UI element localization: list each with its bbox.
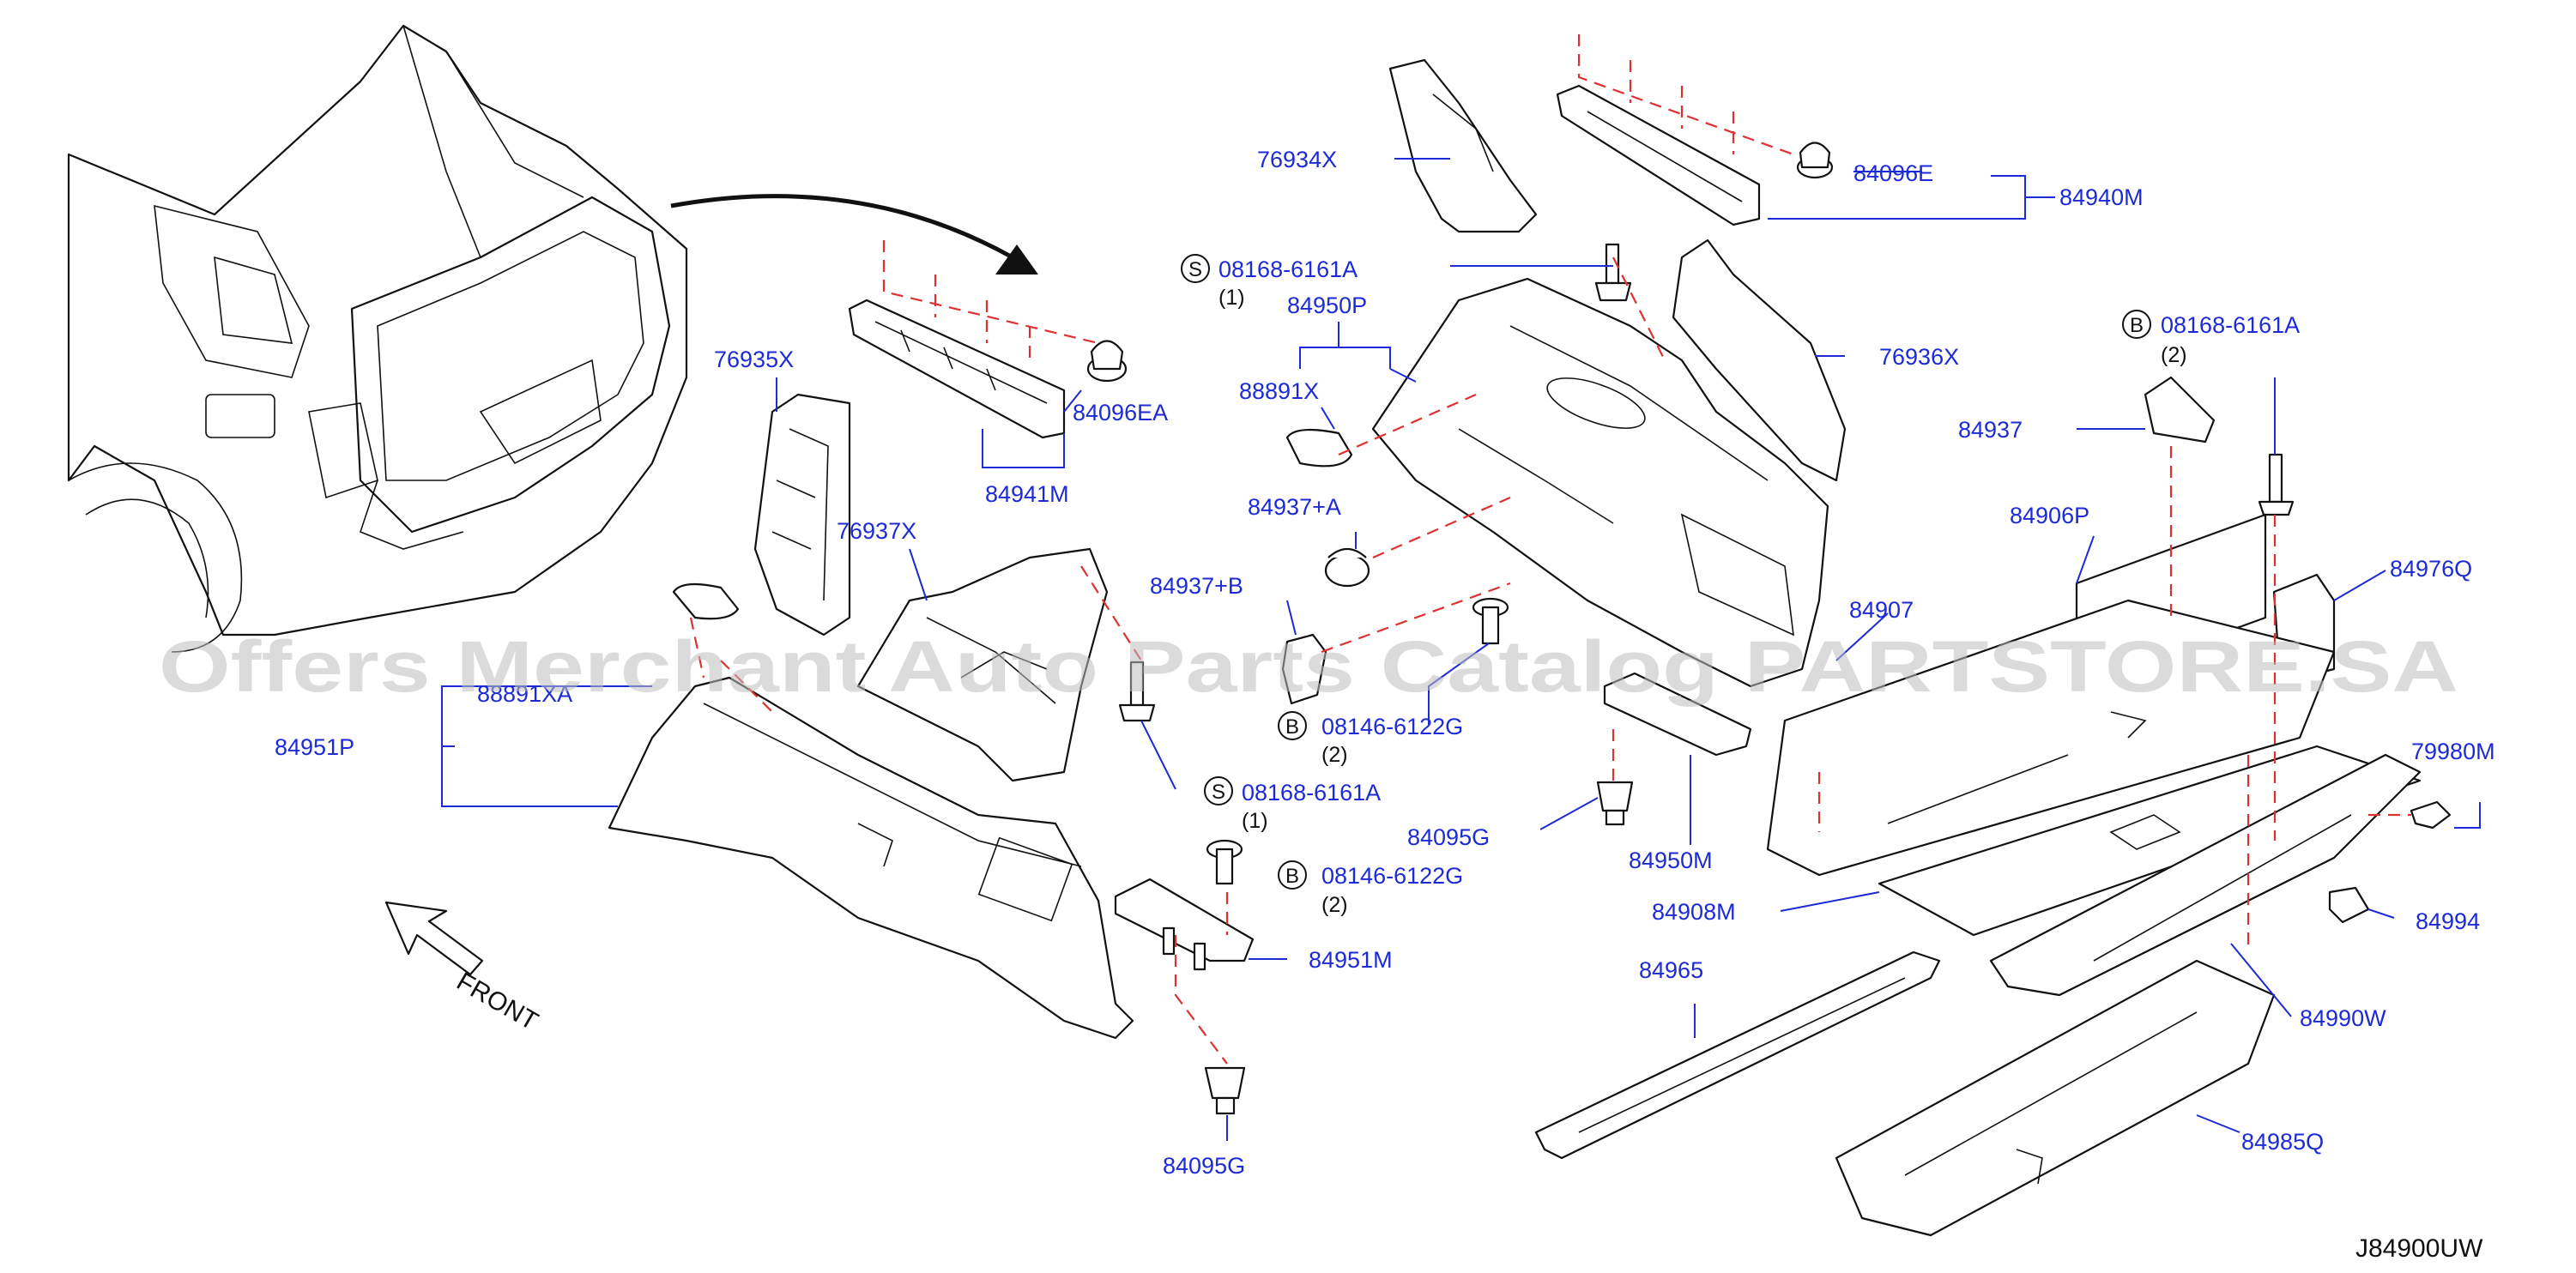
front-arrow: FRONT	[384, 901, 543, 1036]
label-84937b: 84937+B	[1150, 573, 1243, 599]
badge-b-low: B	[1278, 860, 1307, 890]
leader-lines	[441, 158, 2481, 1141]
watermark: Offers Merchant Auto Parts Catalog PARTS…	[159, 626, 2458, 707]
part-labels: 76934X 84096E 84940M 08168-6161A (1) 849…	[275, 147, 2495, 1179]
svg-text:S: S	[1188, 258, 1202, 281]
part-76937x	[856, 547, 1109, 782]
svg-text:B: B	[1285, 715, 1299, 739]
label-08168-top: 08168-6161A	[1218, 256, 1358, 282]
label-88891x: 88891X	[1239, 378, 1319, 404]
svg-text:B: B	[1285, 865, 1299, 888]
part-84985q	[1835, 959, 2276, 1237]
part-84907	[1766, 599, 2336, 877]
part-84937	[2144, 376, 2216, 443]
part-84096e-clip	[1796, 142, 1834, 179]
part-76935x	[753, 393, 851, 636]
part-84937b	[1281, 633, 1327, 705]
label-88891xa: 88891XA	[477, 681, 572, 707]
badge-s-top: S	[1181, 254, 1210, 283]
label-84951p: 84951P	[275, 734, 354, 760]
label-08168-low: 08168-6161A	[1242, 780, 1381, 805]
label-84907: 84907	[1849, 597, 1914, 623]
part-76936x	[1672, 238, 1847, 482]
part-08146-bolt-low	[1206, 839, 1243, 885]
label-84990w: 84990W	[2300, 1005, 2386, 1031]
label-76934x: 76934X	[1257, 147, 1337, 172]
label-84095g-mid: 84095G	[1407, 824, 1490, 850]
part-84908m	[1878, 745, 2422, 937]
part-84950m	[1603, 672, 1752, 757]
part-88891x-cap	[1285, 428, 1353, 468]
qty-08146-mid: (2)	[1321, 743, 1348, 767]
label-84951m: 84951M	[1309, 947, 1393, 973]
diagram-code: J84900UW	[2355, 1234, 2483, 1263]
label-08146-low: 08146-6122G	[1321, 863, 1463, 889]
front-label: FRONT	[452, 967, 543, 1035]
label-84950p: 84950P	[1287, 293, 1367, 318]
part-88891xa-cap	[672, 582, 740, 620]
part-79980m	[2410, 800, 2452, 830]
part-84096ea-clip	[1086, 340, 1128, 383]
label-84941m: 84941M	[985, 481, 1069, 507]
part-84951p	[608, 676, 1134, 1040]
part-84994	[2328, 886, 2370, 924]
part-84940m	[1556, 84, 1761, 226]
part-08146-bolt-mid	[1472, 597, 1509, 645]
label-84965: 84965	[1639, 957, 1703, 983]
direction-arrow	[670, 194, 1038, 275]
part-84950p	[1371, 277, 1829, 688]
qty-08146-low: (2)	[1321, 893, 1348, 917]
part-84990w	[1989, 753, 2422, 997]
part-84095g-bot-clip	[1204, 1066, 1246, 1115]
label-08168-right: 08168-6161A	[2161, 312, 2300, 338]
label-84095g-bot: 84095G	[1163, 1153, 1245, 1179]
label-84906p: 84906P	[2010, 503, 2089, 528]
label-84908m: 84908M	[1652, 899, 1736, 925]
label-79980m: 79980M	[2411, 739, 2495, 764]
part-84095g-mid-clip	[1596, 781, 1634, 826]
label-84096ea: 84096EA	[1073, 400, 1168, 425]
label-76936x: 76936X	[1879, 344, 1959, 370]
part-08168-bolt-right	[2258, 453, 2295, 516]
badge-b-right: B	[2122, 310, 2151, 339]
label-84994: 84994	[2416, 908, 2480, 934]
label-76937x: 76937X	[837, 518, 916, 544]
label-84937: 84937	[1958, 417, 2023, 443]
alignment-lines	[689, 34, 2411, 1065]
label-84950m: 84950M	[1629, 848, 1713, 873]
label-76935x: 76935X	[714, 347, 794, 372]
part-84941m	[848, 299, 1066, 439]
vehicle-rear-illustration	[67, 24, 688, 653]
part-08168-bolt-low	[1118, 661, 1156, 722]
label-84937a: 84937+A	[1248, 494, 1341, 520]
svg-text:B: B	[2130, 314, 2144, 337]
label-84976q: 84976Q	[2390, 556, 2472, 582]
part-84937a	[1324, 547, 1370, 588]
qty-08168-top: (1)	[1218, 286, 1245, 310]
part-84965	[1534, 950, 1941, 1160]
qty-08168-right: (2)	[2161, 343, 2187, 367]
part-84951m	[1114, 878, 1255, 971]
part-08168-bolt-top	[1594, 243, 1632, 302]
badge-s-low: S	[1204, 776, 1233, 805]
label-84096e: 84096E	[1853, 160, 1933, 186]
label-84985q: 84985Q	[2241, 1129, 2324, 1155]
svg-text:S: S	[1212, 781, 1225, 804]
qty-08168-low: (1)	[1242, 809, 1268, 833]
label-08146-mid: 08146-6122G	[1321, 714, 1463, 739]
badge-b-mid: B	[1278, 711, 1307, 740]
label-84940m: 84940M	[2059, 184, 2144, 210]
part-76934x	[1388, 58, 1538, 233]
